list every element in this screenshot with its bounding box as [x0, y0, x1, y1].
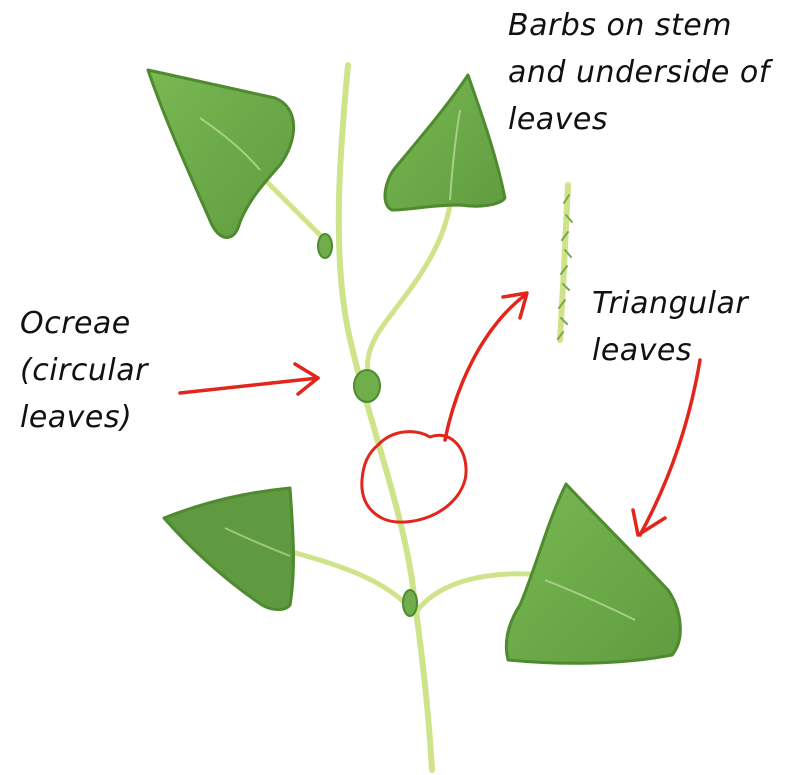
- annotation-barbs: Barbs on stem and underside of leaves: [508, 2, 770, 143]
- leaf-outline-callout: [362, 432, 466, 523]
- arrow-ocreae: [180, 364, 318, 394]
- leaf-upper-left: [148, 70, 294, 237]
- petiole-lower-left: [292, 552, 412, 610]
- annotation-line: leaves: [508, 96, 770, 143]
- barbed-stem-detail: [558, 185, 572, 340]
- annotation-line: Ocreae: [20, 300, 148, 347]
- annotation-line: and underside of: [508, 49, 770, 96]
- annotation-ocreae: Ocreae (circular leaves): [20, 300, 148, 441]
- annotation-line: Triangular: [592, 280, 748, 327]
- petiole-upper-right: [368, 205, 451, 372]
- arrow-barbs: [445, 293, 527, 440]
- ocrea-middle: [354, 370, 380, 402]
- arrow-triangular: [633, 360, 700, 535]
- annotation-triangular: Triangular leaves: [592, 280, 748, 374]
- annotation-line: leaves): [20, 394, 148, 441]
- annotation-line: Barbs on stem: [508, 2, 770, 49]
- leaf-upper-right: [385, 75, 505, 210]
- annotation-line: leaves: [592, 327, 748, 374]
- annotation-line: (circular: [20, 347, 148, 394]
- ocrea-upper: [318, 234, 332, 258]
- ocrea-lower: [403, 590, 417, 616]
